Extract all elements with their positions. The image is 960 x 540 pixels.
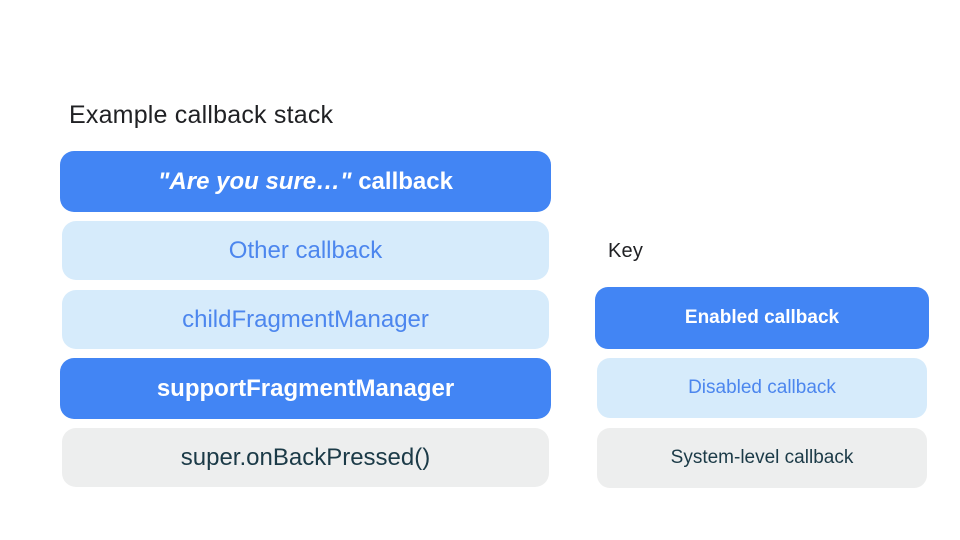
key-legend: Enabled callback Disabled callback Syste… [595,287,929,488]
stack-item-label-rest: callback [351,167,453,195]
key-item-enabled-callback: Enabled callback [595,287,929,349]
stack-item-super-on-back-pressed: super.onBackPressed() [62,428,549,487]
stack-item-child-fragment-manager: childFragmentManager [62,290,549,349]
stack-item-support-fragment-manager: supportFragmentManager [60,358,551,419]
key-title: Key [608,240,644,262]
stack-title: Example callback stack [69,101,334,129]
callback-stack: "Are you sure…" callback Other callback … [60,151,551,487]
stack-item-label-quote: "Are you sure…" [158,167,352,195]
stack-item-are-you-sure-callback: "Are you sure…" callback [60,151,551,212]
key-item-disabled-callback: Disabled callback [597,358,927,418]
key-item-system-level-callback: System-level callback [597,428,927,488]
stack-item-other-callback: Other callback [62,221,549,280]
